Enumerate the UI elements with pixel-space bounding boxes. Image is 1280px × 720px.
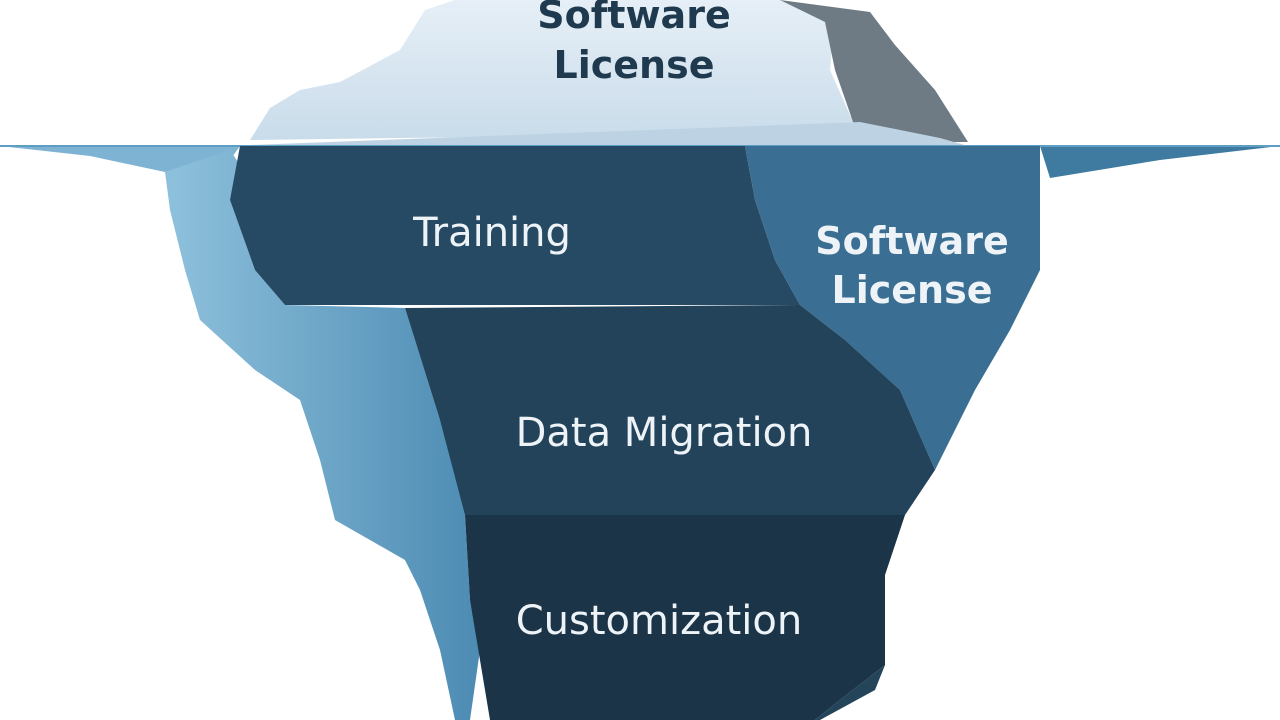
data-migration-band bbox=[405, 305, 935, 515]
water-surface-left bbox=[0, 146, 240, 172]
underwater-left-face bbox=[165, 150, 480, 720]
tip-dark-side bbox=[780, 0, 968, 142]
customization-band bbox=[465, 515, 905, 720]
tip-top-face bbox=[250, 0, 860, 140]
side-label-line2: License bbox=[832, 268, 993, 312]
water-surface-right bbox=[1040, 146, 1280, 178]
tip-label-line1: Software bbox=[537, 0, 730, 37]
bottom-tail bbox=[815, 665, 885, 720]
data-migration-label: Data Migration bbox=[516, 410, 813, 456]
training-band bbox=[230, 146, 800, 305]
tip-label-line2: License bbox=[554, 43, 715, 87]
tip-base-band bbox=[240, 122, 968, 146]
customization-label: Customization bbox=[516, 598, 802, 644]
side-label-line1: Software bbox=[815, 219, 1008, 263]
training-label: Training bbox=[412, 210, 571, 256]
side-license-panel bbox=[745, 146, 1040, 470]
